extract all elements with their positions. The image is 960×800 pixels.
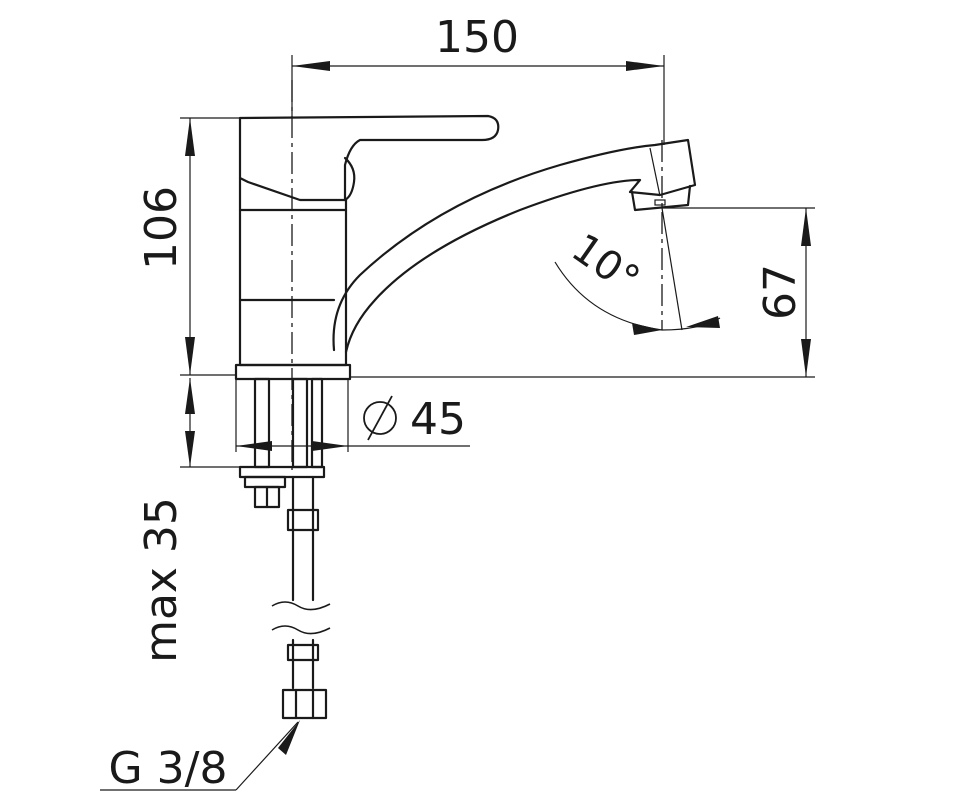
dimension-angle: 10° (554, 207, 721, 335)
aerator-slot (654, 199, 666, 206)
dimension-spout-height-label: 67 (755, 264, 806, 320)
hose-ferrule-top (286, 508, 320, 532)
spout-edge (649, 147, 661, 197)
hose-break-top (271, 601, 331, 611)
hose-break-bottom (271, 625, 331, 635)
dimension-diameter: 45 (235, 380, 470, 452)
base-ring (234, 363, 352, 381)
hose-end-nut (281, 688, 328, 720)
hose-ferrule-bottom (286, 643, 320, 662)
mount-washer (238, 465, 326, 479)
dimension-spout-height: 67 (350, 207, 815, 378)
dimension-body-height-label: 106 (136, 186, 187, 270)
lever-handle (238, 114, 500, 202)
faucet-outline (234, 114, 697, 381)
dimension-mount-thickness: max 35 (136, 378, 240, 663)
mount-rod-center (291, 377, 309, 469)
dimension-width-label: 150 (435, 12, 519, 63)
mount-rod-left (253, 377, 271, 469)
spout (332, 138, 697, 354)
diameter-symbol (363, 395, 397, 441)
dimension-body-height: 106 (136, 117, 240, 376)
mount-nut (243, 475, 287, 489)
dimension-diameter-label: 45 (410, 394, 466, 445)
mount-rod-right (310, 377, 324, 469)
flexible-hose (271, 475, 331, 720)
aerator (630, 184, 692, 212)
dimension-width: 150 (291, 12, 665, 145)
body-cylinder (238, 176, 348, 367)
dimension-mount-thickness-label: max 35 (136, 497, 187, 663)
hose-upper (291, 475, 315, 602)
mounting-hardware (238, 377, 326, 509)
dimension-angle-label: 10° (563, 225, 647, 303)
lever-knob (343, 156, 356, 202)
hose-lower (291, 638, 315, 690)
thread-callout-label: G 3/8 (109, 743, 228, 794)
thread-callout: G 3/8 (100, 720, 300, 794)
